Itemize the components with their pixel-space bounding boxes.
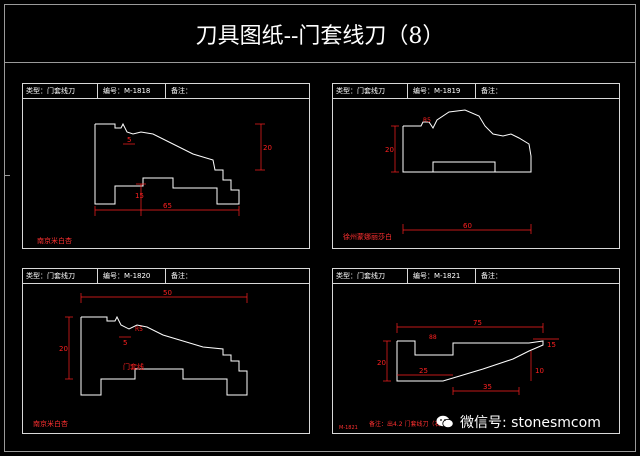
corner-code: M-1821: [339, 425, 358, 431]
panel-header: 类型：门套线刀 编号：M-1818 备注：: [23, 84, 309, 99]
dim-text: R5: [135, 326, 143, 333]
panel-caption: 徐州蒙娜丽莎白: [343, 233, 392, 241]
panel-caption: 南京米白杏: [37, 237, 72, 245]
dim-text: 75: [473, 319, 482, 327]
shape-label: 门套线: [123, 362, 144, 371]
profile-drawing: 50 20 5 R5 门套线: [59, 289, 248, 396]
dim-text: 20: [59, 345, 68, 353]
dim-text: 10: [535, 367, 544, 375]
dim-text: 20: [263, 144, 272, 152]
panel-header: 类型：门套线刀 编号：M-1821 备注：: [333, 269, 619, 284]
dim-text: 65: [163, 202, 172, 210]
dim-text: 15: [547, 341, 556, 349]
dim-text: 5: [123, 339, 127, 347]
number-label: 编号：M-1821: [413, 272, 461, 280]
dim-text: 20: [385, 146, 394, 154]
drawing-panel-4: 类型：门套线刀 编号：M-1821 备注： 75 20 25 35 10 15 …: [332, 268, 620, 434]
frame-tick: [4, 175, 10, 176]
number-label: 编号：M-1820: [103, 272, 151, 280]
panel-header: 类型：门套线刀 编号：M-1820 备注：: [23, 269, 309, 284]
profile-drawing: 65 20 5 15: [94, 122, 272, 216]
type-label: 类型：门套线刀: [26, 272, 75, 280]
type-label: 类型：门套线刀: [26, 87, 75, 95]
drawing-frame: [4, 4, 636, 452]
dim-text: 88: [429, 334, 437, 341]
drawing-panel-3: 类型：门套线刀 编号：M-1820 备注： 50 20 5 R5 门套线 南京米…: [22, 268, 310, 434]
dim-text: 25: [419, 367, 428, 375]
note-label: 备注：: [171, 87, 192, 95]
number-label: 编号：M-1818: [103, 87, 151, 95]
type-label: 类型：门套线刀: [336, 87, 385, 95]
watermark-text: 微信号: stonesmcom: [460, 415, 601, 431]
watermark: 微信号: stonesmcom: [436, 412, 601, 432]
dim-text: 20: [377, 359, 386, 367]
panel-header: 类型：门套线刀 编号：M-1819 备注：: [333, 84, 619, 99]
page-title: 刀具图纸--门套线刀（8）: [195, 24, 445, 49]
dim-text: 35: [483, 383, 492, 391]
panel-caption: 备注：出4.2 门套线刀（右）: [369, 421, 447, 428]
panel-caption: 南京米白杏: [33, 420, 68, 428]
dim-text: 50: [163, 289, 172, 297]
dim-text: R5: [423, 117, 431, 124]
wechat-icon: [436, 415, 454, 429]
profile-drawing: 75 20 25 35 10 15 88: [377, 319, 559, 395]
profile-drawing: 60 20 R5: [385, 109, 532, 234]
note-label: 备注：: [171, 272, 192, 280]
dim-text: 60: [463, 222, 472, 230]
drawing-panel-1: 类型：门套线刀 编号：M-1818 备注： 65 20 5 15 南京米白杏: [22, 83, 310, 249]
type-label: 类型：门套线刀: [336, 272, 385, 280]
dim-text: 5: [127, 136, 131, 144]
dim-text: 15: [135, 192, 144, 200]
number-label: 编号：M-1819: [413, 87, 461, 95]
note-label: 备注：: [481, 87, 502, 95]
note-label: 备注：: [481, 272, 502, 280]
title-divider: [4, 62, 636, 63]
drawing-panel-2: 类型：门套线刀 编号：M-1819 备注： 60 20 R5 徐州蒙娜丽莎白: [332, 83, 620, 249]
